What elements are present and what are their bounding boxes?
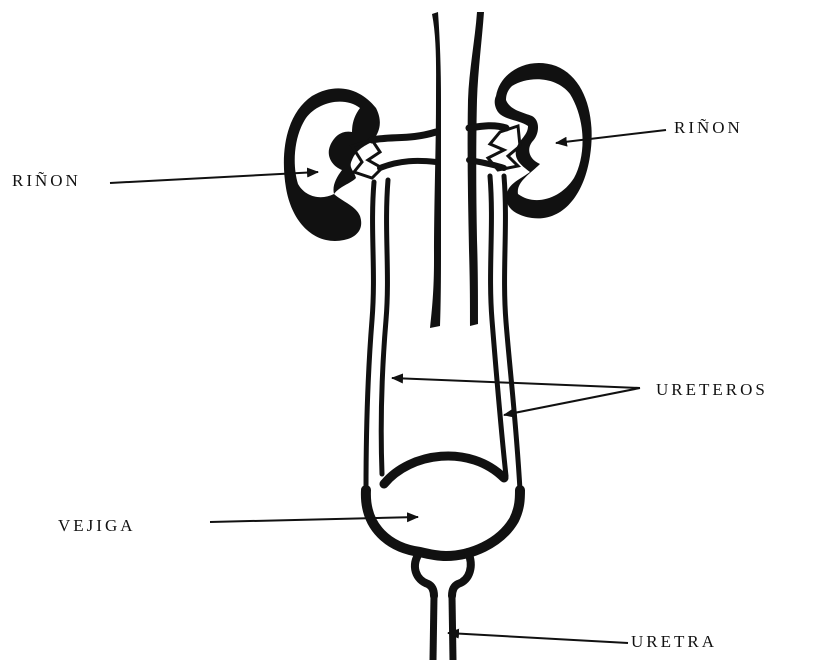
leader-ureter-left [392,378,640,388]
kidney-left-pelvis [352,140,382,178]
kidney-left-outline [284,88,380,241]
label-kidney-left: RIÑON [12,171,81,191]
urethra [433,596,453,660]
bladder-outer-wall [366,490,520,556]
leader-kidney-right [556,130,666,143]
vessel-left [430,12,441,328]
leader-ureter-right [504,388,640,415]
ureter-right [490,176,520,490]
label-bladder: VEJIGA [58,516,136,536]
vessel-right [468,12,484,326]
major-vessels [430,12,484,328]
label-urethra: URETRA [631,632,717,652]
leader-bladder [210,517,418,522]
bladder-inner-top [384,456,504,484]
kidney-left [284,88,382,241]
label-kidney-right: RIÑON [674,118,743,138]
leader-urethra [448,633,628,643]
ureter-left [366,180,388,490]
label-ureters: URETEROS [656,380,768,400]
bladder [366,456,520,596]
